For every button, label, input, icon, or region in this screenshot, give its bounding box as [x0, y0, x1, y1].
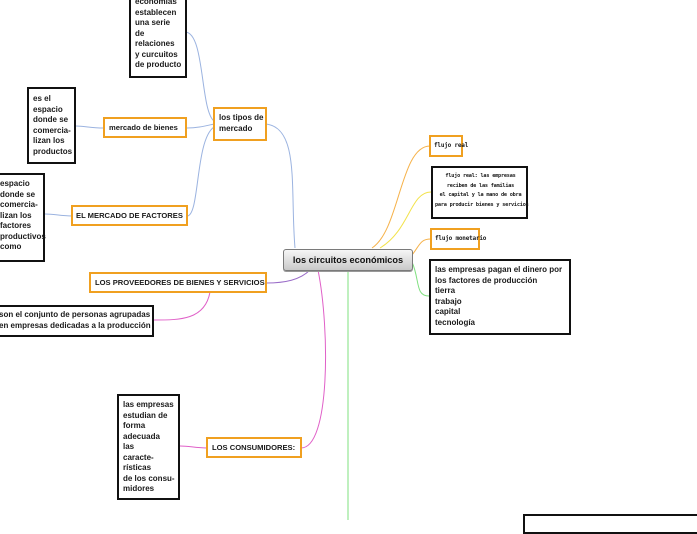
- connector-central-flujo-desc: [379, 191, 432, 249]
- mercado-factores-node[interactable]: EL MERCADO DE FACTORES: [71, 205, 188, 226]
- connector-central-proveedores: [265, 269, 311, 284]
- economias-node[interactable]: economías establecen una serie de relaci…: [129, 0, 187, 78]
- central-topic[interactable]: los circuitos económicos: [283, 249, 413, 271]
- flujo-real-label: flujo real: [434, 142, 469, 149]
- consumidores-desc-text: las empresas estudian de forma adecuada …: [123, 400, 175, 493]
- connector-lines: [44, 31, 432, 520]
- connector-central-monetario: [411, 238, 432, 256]
- proveedores-node[interactable]: LOS PROVEEDORES DE BIENES Y SERVICIOS: [89, 272, 267, 293]
- flujo-monetario-node[interactable]: flujo monetario: [430, 228, 487, 250]
- mercado-bienes-desc-node[interactable]: es el espacio donde se comercia- lizan l…: [27, 87, 76, 164]
- connector-central-consumidores: [300, 269, 327, 449]
- mercado-bienes-label: mercado de bienes: [109, 123, 178, 132]
- pago-factores-node[interactable]: las empresas pagan el dinero por los fac…: [429, 259, 571, 335]
- tipos-mercado-label: los tipos de mercado: [219, 113, 264, 133]
- connector-central-tipos: [265, 123, 296, 249]
- flujo-real-desc-node[interactable]: flujo real: las empresas reciben de las …: [431, 166, 529, 219]
- mercado-bienes-desc-text: es el espacio donde se comercia- lizan l…: [33, 94, 73, 156]
- consumidores-node[interactable]: LOS CONSUMIDORES:: [206, 437, 302, 458]
- mercado-factores-label: EL MERCADO DE FACTORES: [76, 211, 183, 220]
- proveedores-desc-text: son el conjunto de personas agrupadas en…: [0, 310, 151, 330]
- central-topic-label: los circuitos económicos: [292, 255, 404, 265]
- connector-consumidores-desc: [179, 445, 208, 449]
- connector-bienes-desc: [75, 125, 105, 129]
- proveedores-desc-node[interactable]: son el conjunto de personas agrupadas en…: [0, 305, 154, 337]
- consumidores-desc-node[interactable]: las empresas estudian de forma adecuada …: [117, 394, 180, 500]
- economias-text: economías establecen una serie de relaci…: [135, 0, 182, 69]
- flujo-monetario-label: flujo monetario: [435, 235, 487, 242]
- consumidores-label: LOS CONSUMIDORES:: [212, 443, 296, 452]
- connector-factores-desc: [44, 213, 73, 217]
- mercado-bienes-node[interactable]: mercado de bienes: [103, 117, 187, 138]
- proveedores-label: LOS PROVEEDORES DE BIENES Y SERVICIOS: [95, 278, 265, 287]
- tipos-mercado-node[interactable]: los tipos de mercado: [213, 107, 267, 141]
- connector-central-pago: [411, 261, 430, 297]
- offscreen-node[interactable]: [523, 514, 697, 534]
- connector-tipos-economias: [184, 31, 215, 122]
- connector-central-flujo-real: [371, 145, 431, 249]
- connector-proveedores-desc: [153, 291, 211, 321]
- connector-tipos-bienes: [186, 123, 215, 129]
- mercado-factores-desc-text: espacio donde se comercia- lizan los fac…: [0, 179, 46, 251]
- mercado-factores-desc-node[interactable]: espacio donde se comercia- lizan los fac…: [0, 173, 46, 262]
- pago-factores-text: las empresas pagan el dinero por los fac…: [435, 265, 563, 327]
- flujo-real-desc-text: flujo real: las empresas reciben de las …: [435, 173, 529, 208]
- flujo-real-node[interactable]: flujo real: [429, 135, 469, 157]
- connector-tipos-factores: [186, 126, 215, 217]
